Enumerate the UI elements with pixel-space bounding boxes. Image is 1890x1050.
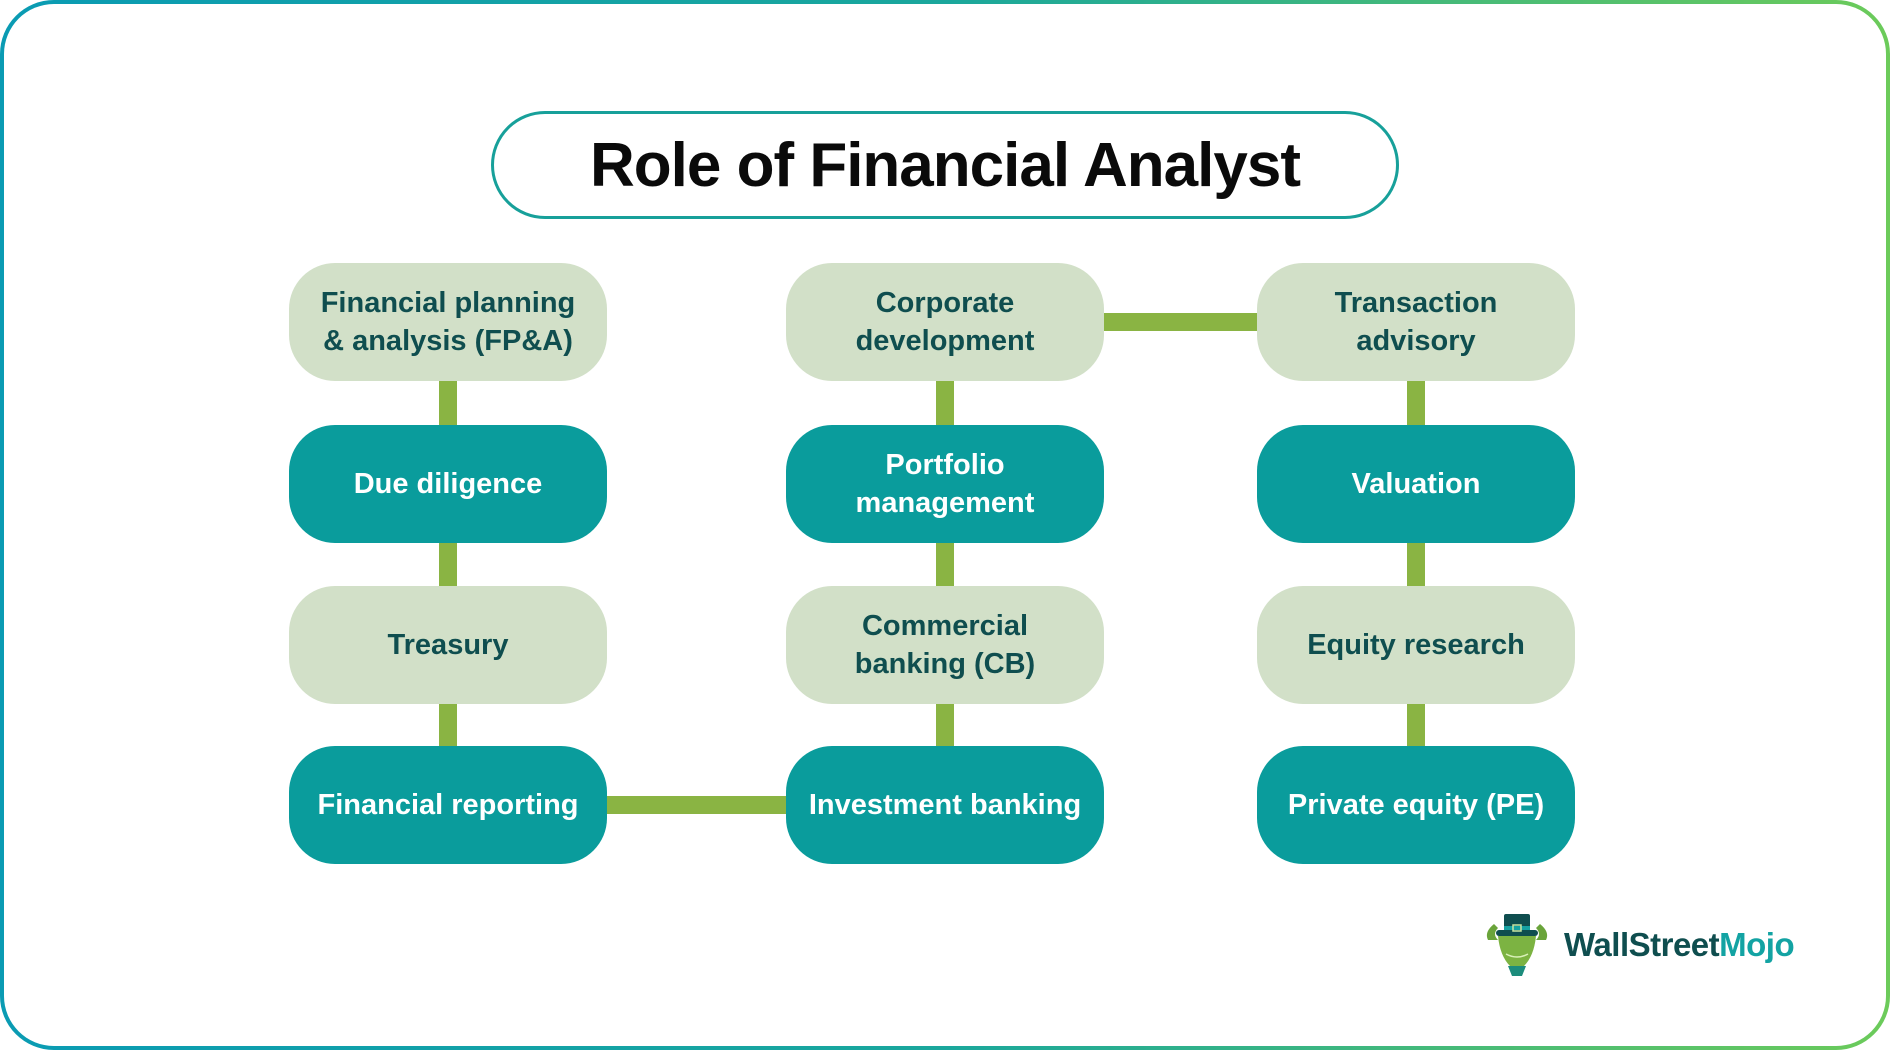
node-label: Due diligence [353,468,543,500]
connector [936,704,954,746]
connector [1407,381,1425,425]
node-fpa: Financial planning & analysis (FP&A) [289,263,607,381]
connector [1104,313,1257,331]
logo-text: WallStreetMojo [1564,926,1795,964]
diagram-title: Role of Financial Analyst [590,130,1301,200]
title-box: Role of Financial Analyst [491,111,1399,219]
node-label: Transaction advisory [1334,287,1498,357]
bull-with-top-hat-icon [1486,914,1548,976]
node-valuation: Valuation [1257,425,1575,543]
connector [439,381,457,425]
connector [936,543,954,586]
node-label: Treasury [387,629,509,661]
node-label: Private equity (PE) [1287,789,1545,821]
node-label: Equity research [1307,629,1525,661]
node-commercial-banking: Commercial banking (CB) [786,586,1104,704]
node-label: Corporate development [855,287,1035,357]
node-corporate-development: Corporate development [786,263,1104,381]
connector [439,543,457,586]
connector [1407,543,1425,586]
logo-text-part1: WallStreet [1564,926,1720,963]
node-investment-banking: Investment banking [786,746,1104,864]
node-financial-reporting: Financial reporting [289,746,607,864]
node-portfolio-management: Portfolio management [786,425,1104,543]
node-label: Commercial banking (CB) [854,610,1036,680]
connector [607,796,786,814]
node-treasury: Treasury [289,586,607,704]
node-equity-research: Equity research [1257,586,1575,704]
node-due-diligence: Due diligence [289,425,607,543]
node-label: Investment banking [808,789,1082,821]
connector [1407,704,1425,746]
node-private-equity: Private equity (PE) [1257,746,1575,864]
node-label: Financial reporting [317,789,579,821]
node-transaction-advisory: Transaction advisory [1257,263,1575,381]
logo-text-part2: Mojo [1719,926,1795,963]
node-label: Portfolio management [855,449,1035,519]
connector [936,381,954,425]
connector [439,704,457,746]
node-label: Valuation [1351,468,1481,500]
wallstreetmojo-logo: WallStreetMojo [1482,910,1795,980]
node-label: Financial planning & analysis (FP&A) [320,287,576,357]
